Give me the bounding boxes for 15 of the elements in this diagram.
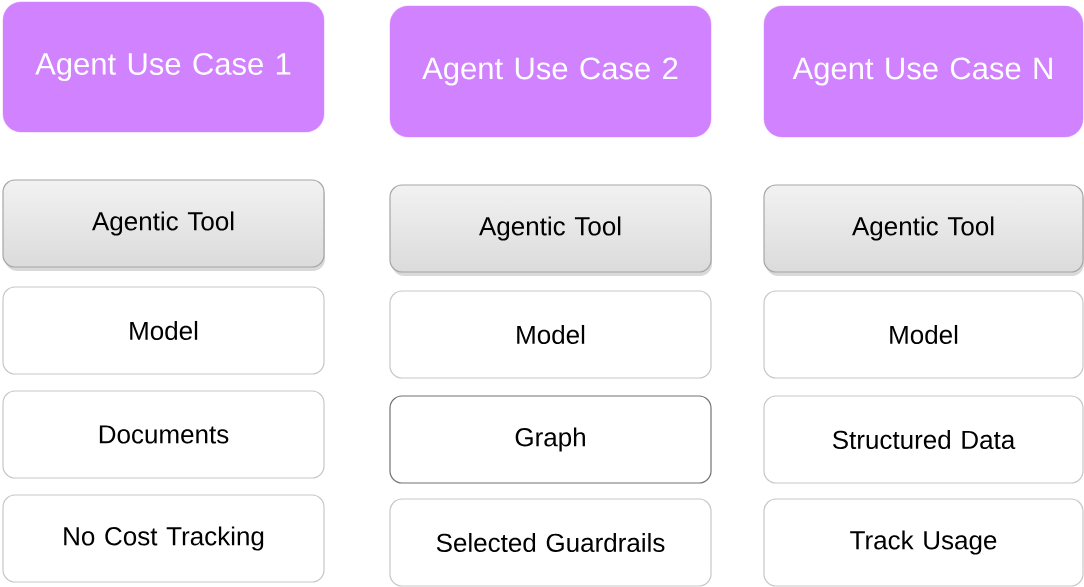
use-case-box: Agent Use Case 2	[389, 5, 712, 138]
component-box: Model	[389, 290, 712, 379]
tool-box: Agentic Tool	[2, 179, 325, 271]
component-box: Graph	[389, 395, 712, 484]
component-box: Documents	[2, 390, 325, 479]
tool-box: Agentic Tool	[763, 184, 1084, 276]
component-box: Track Usage	[763, 498, 1084, 587]
component-box: Selected Guardrails	[389, 498, 712, 587]
tool-box: Agentic Tool	[389, 184, 712, 276]
component-box: Model	[2, 286, 325, 375]
use-case-box: Agent Use Case N	[763, 5, 1084, 138]
component-box: No Cost Tracking	[2, 494, 325, 583]
use-case-box: Agent Use Case 1	[2, 1, 325, 133]
component-box: Model	[763, 290, 1084, 379]
component-box: Structured Data	[763, 395, 1084, 484]
